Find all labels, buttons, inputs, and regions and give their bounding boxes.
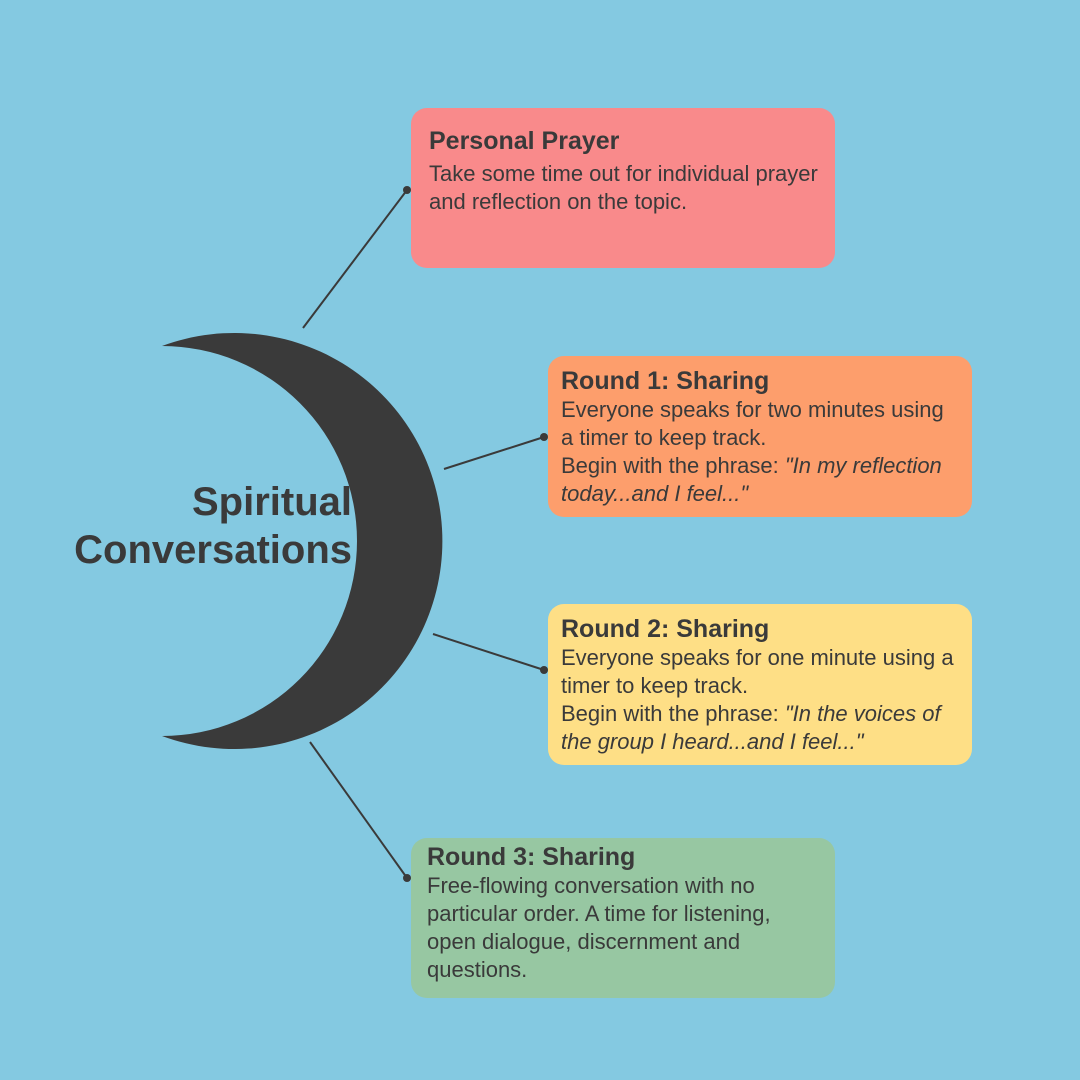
card-body: Take some time out for individual prayer… xyxy=(429,161,818,214)
card-body: Everyone speaks for one minute using a t… xyxy=(561,645,954,698)
card-title: Personal Prayer xyxy=(429,127,620,155)
connector-prayer xyxy=(302,189,408,329)
card-phrase: "In my reflection today...and I feel..." xyxy=(561,453,942,506)
card-title: Round 1: Sharing xyxy=(561,367,770,395)
card-phrase-label: Begin with the phrase: xyxy=(561,701,785,726)
card-phrase-label: Begin with the phrase: xyxy=(561,453,785,478)
card-personal-prayer: Personal Prayer Take some time out for i… xyxy=(411,108,835,268)
card-body: Free-flowing conversation with no partic… xyxy=(427,873,771,982)
diagram-title-line2: Conversations xyxy=(74,528,352,572)
connector-dot-round1 xyxy=(540,433,548,441)
crescent-shape xyxy=(162,333,443,749)
card-round-3: Round 3: Sharing Free-flowing conversati… xyxy=(411,838,835,998)
card-phrase-line: Begin with the phrase: "In the voices of… xyxy=(561,700,958,756)
card-round-2: Round 2: Sharing Everyone speaks for one… xyxy=(548,604,972,765)
card-phrase: "In the voices of the group I heard...an… xyxy=(561,701,941,754)
card-round-1: Round 1: Sharing Everyone speaks for two… xyxy=(548,356,972,517)
card-body: Everyone speaks for two minutes using a … xyxy=(561,397,944,450)
diagram-title-line1: Spiritual xyxy=(191,480,352,524)
card-phrase-line: Begin with the phrase: "In my reflection… xyxy=(561,452,958,508)
diagram-title: Spiritual Conversations xyxy=(20,478,352,574)
connector-dot-round2 xyxy=(540,666,548,674)
connector-round3 xyxy=(309,741,408,879)
connector-dot-round3 xyxy=(403,874,411,882)
card-title: Round 3: Sharing xyxy=(427,843,636,871)
card-title: Round 2: Sharing xyxy=(561,615,770,643)
connector-round2 xyxy=(432,633,545,671)
connector-dot-prayer xyxy=(403,186,411,194)
connector-round1 xyxy=(443,436,545,470)
